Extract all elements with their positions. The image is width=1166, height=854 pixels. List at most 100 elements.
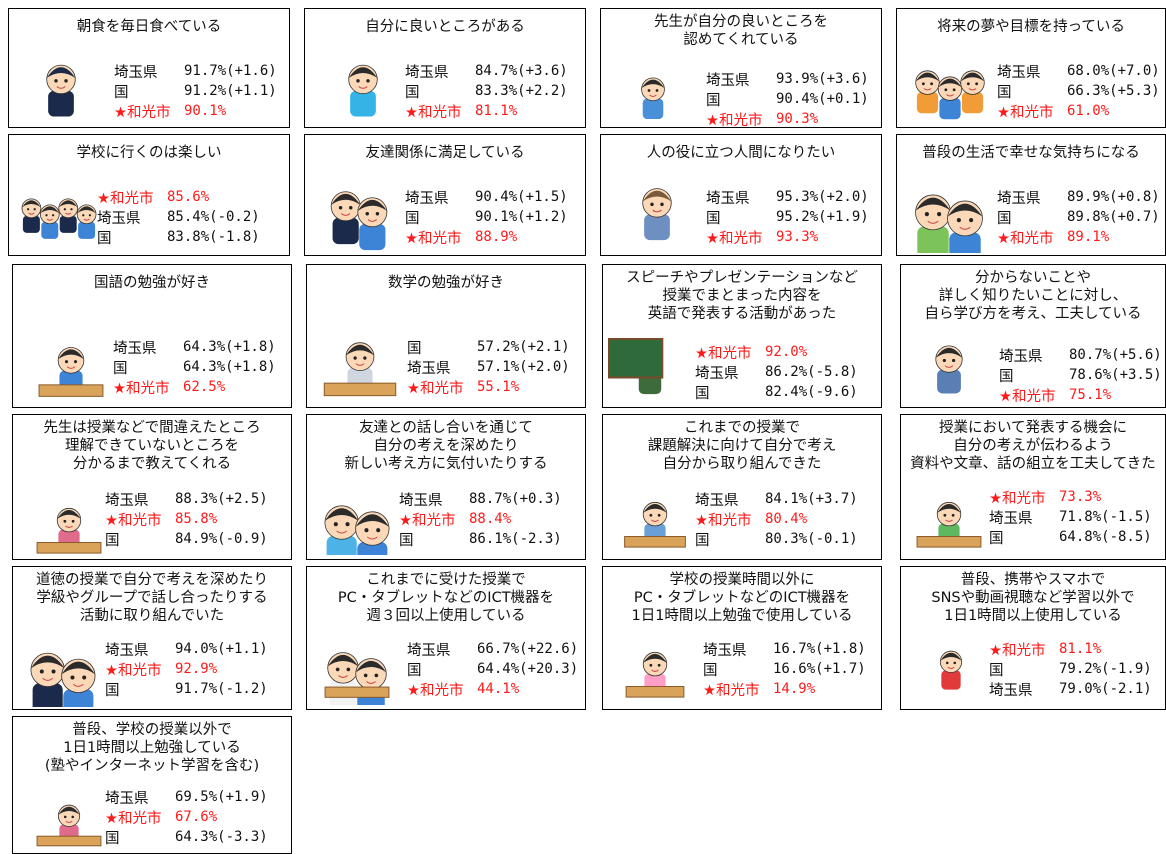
stat-value: 86.1%(-2.3) bbox=[469, 531, 562, 547]
stat-label: ★和光市 bbox=[407, 380, 464, 397]
stat-row: 埼玉県 95.3%(+2.0) bbox=[706, 187, 869, 207]
card-title-line: SNSや動画視聴など学習以外で bbox=[931, 590, 1135, 606]
stat-value: 95.3%(+2.0) bbox=[776, 189, 869, 205]
card-title-line: これまでに受けた授業で bbox=[366, 572, 526, 588]
stat-value: 84.1%(+3.7) bbox=[765, 491, 858, 507]
stat-label: 国 bbox=[399, 532, 414, 549]
card-title-line: 1日1時間以上使用している bbox=[944, 608, 1122, 624]
girl-eating-breakfast-icon bbox=[21, 49, 101, 127]
stat-label: 国 bbox=[407, 340, 422, 357]
card-title: 朝食を毎日食べている bbox=[9, 18, 289, 36]
survey-card: 道徳の授業で自分で考えを深めたり学級やグループで話し合ったりする活動に取り組んで… bbox=[12, 566, 292, 710]
stat-value: 88.3%(+2.5) bbox=[175, 491, 268, 507]
stat-label: 埼玉県 bbox=[706, 190, 750, 207]
card-title-line: 自分の考えを深めたり bbox=[373, 438, 519, 454]
stat-label: 国 bbox=[999, 368, 1014, 385]
stat-value: 90.1% bbox=[184, 103, 227, 119]
stat-value: 92.0% bbox=[765, 344, 808, 360]
stat-label: 埼玉県 bbox=[105, 790, 149, 807]
girl-with-tablet-icon bbox=[617, 639, 693, 705]
stat-label: 埼玉県 bbox=[113, 340, 157, 357]
card-title: 普段の生活で幸せな気持ちになる bbox=[897, 144, 1165, 162]
stat-value: 88.4% bbox=[469, 511, 512, 527]
card-title: 先生が自分の良いところを認めてくれている bbox=[601, 13, 881, 49]
kids-discussion-icon bbox=[311, 499, 403, 555]
stat-value: 82.4%(-9.6) bbox=[765, 384, 858, 400]
stat-label: 国 bbox=[695, 385, 710, 402]
stat-label: 埼玉県 bbox=[114, 64, 158, 81]
stat-value: 61.0% bbox=[1067, 103, 1110, 119]
stat-value: 14.9% bbox=[773, 681, 816, 697]
stat-label: 埼玉県 bbox=[105, 642, 149, 659]
students-with-tablets-icon bbox=[315, 641, 399, 705]
student-presenting-icon bbox=[907, 489, 991, 555]
card-title-line: 課題解決に向けて自分で考え bbox=[647, 438, 837, 454]
stat-value: 69.5%(+1.9) bbox=[175, 789, 268, 805]
card-title-line: 数学の勉強が好き bbox=[388, 275, 504, 291]
stat-label: 埼玉県 bbox=[399, 492, 443, 509]
learning-charts-icon bbox=[907, 331, 991, 405]
card-title-line: 授業でまとまった内容を bbox=[662, 288, 822, 304]
stat-label: ★和光市 bbox=[97, 190, 154, 207]
card-title-line: 活動に取り組んでいた bbox=[79, 608, 225, 624]
stat-label: 埼玉県 bbox=[105, 492, 149, 509]
stat-value: 90.3% bbox=[776, 111, 819, 127]
stat-value: 57.2%(+2.1) bbox=[477, 339, 570, 355]
stat-label: 国 bbox=[405, 84, 420, 101]
card-title-line: 授業において発表する機会に bbox=[938, 420, 1128, 436]
stat-label: 国 bbox=[706, 92, 721, 109]
stat-row: 埼玉県 69.5%(+1.9) bbox=[105, 787, 268, 807]
stat-label: 埼玉県 bbox=[703, 642, 747, 659]
card-title-line: 学校の授業時間以外に bbox=[669, 572, 815, 588]
card-title-line: スピーチやプレゼンテーションなど bbox=[626, 270, 858, 286]
stat-label: 埼玉県 bbox=[706, 72, 750, 89]
stat-label: ★和光市 bbox=[706, 230, 763, 247]
stat-label: 埼玉県 bbox=[407, 642, 451, 659]
stat-label: 埼玉県 bbox=[997, 64, 1041, 81]
stat-label: 国 bbox=[989, 530, 1004, 547]
stat-value: 90.4%(+0.1) bbox=[776, 91, 869, 107]
card-title-line: 自分の考えが伝わるよう bbox=[953, 438, 1113, 454]
stat-value: 85.4%(-0.2) bbox=[167, 209, 260, 225]
stat-value: 89.8%(+0.7) bbox=[1067, 209, 1160, 225]
card-title-line: PC・タブレットなどのICT機器を bbox=[337, 590, 555, 606]
helping-elder-icon bbox=[617, 171, 697, 255]
stat-label: ★和光市 bbox=[997, 230, 1054, 247]
teacher-at-blackboard-icon bbox=[607, 335, 693, 405]
card-title: 先生は授業などで間違えたところ理解できていないところを分かるまで教えてくれる bbox=[13, 419, 291, 473]
card-title: 友達関係に満足している bbox=[305, 144, 585, 162]
stat-label: ★和光市 bbox=[695, 345, 752, 362]
stat-label: 埼玉県 bbox=[97, 210, 141, 227]
card-title-line: 分からないことや bbox=[975, 270, 1091, 286]
card-title: 学校に行くのは楽しい bbox=[9, 144, 289, 162]
